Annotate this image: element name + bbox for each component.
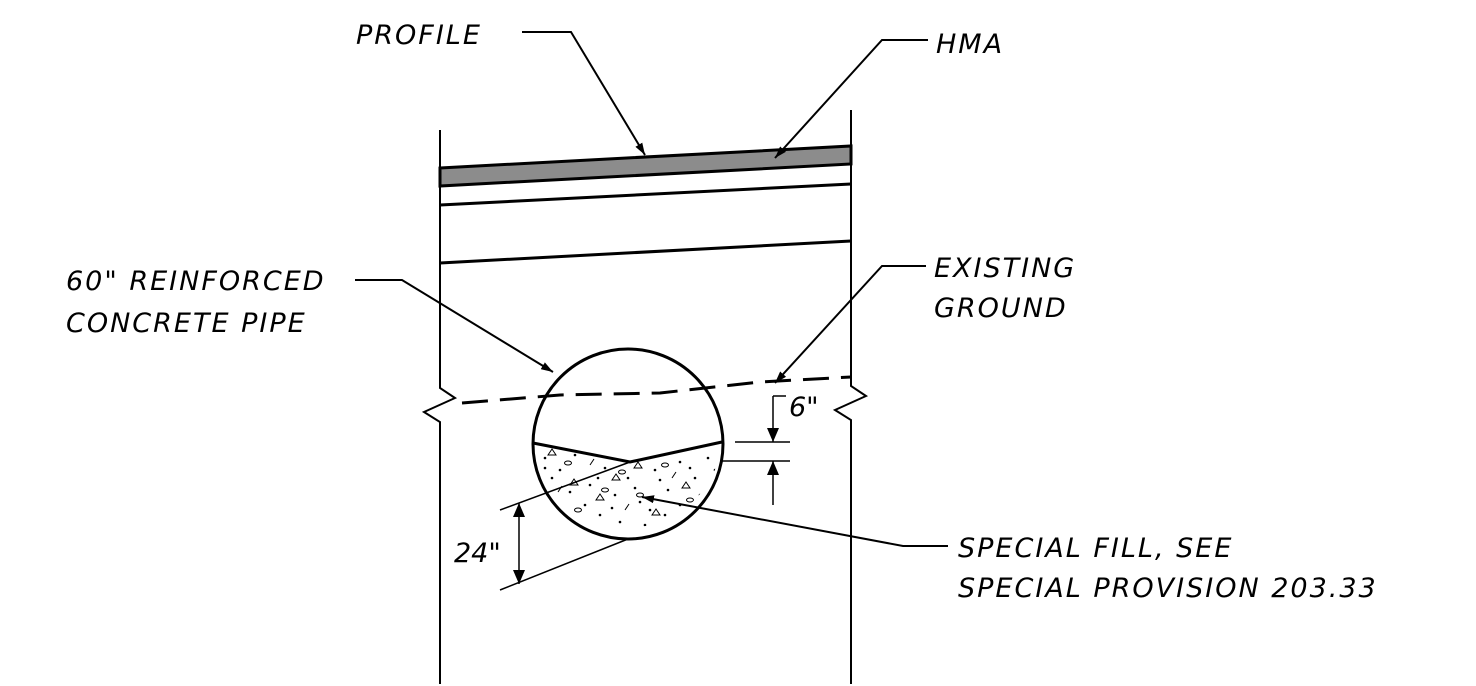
subbase-layer-line [439,239,852,265]
existing-ground-leader [774,265,926,384]
dimension-6in-label: 6" [789,392,819,423]
existing-ground-label-line1: EXISTING [934,253,1076,284]
hma-label: HMA [936,29,1004,60]
hma-layer [438,144,853,188]
pipe-leader [355,279,554,373]
profile-leader [522,31,646,156]
dimension-6in [722,395,790,505]
existing-ground-line [461,375,852,405]
profile-label: PROFILE [356,20,482,51]
dimension-24in [499,461,631,591]
special-fill-label-line2: SPECIAL PROVISION 203.33 [958,573,1378,604]
aggregate-hatch [543,448,717,527]
trench-right-wall [832,110,869,684]
special-fill-label-line1: SPECIAL FILL, SEE [958,533,1233,564]
pipe-label-line1: 60" REINFORCED [66,266,326,297]
hma-leader [774,39,928,159]
special-fill-leader [641,495,948,547]
existing-ground-label-line2: GROUND [934,293,1068,324]
pipe-label-line2: CONCRETE PIPE [66,308,307,339]
dimension-24in-label: 24" [454,538,501,569]
trench-left-wall [421,130,458,684]
special-fill-region [532,440,723,528]
base-layer-line [439,182,852,207]
